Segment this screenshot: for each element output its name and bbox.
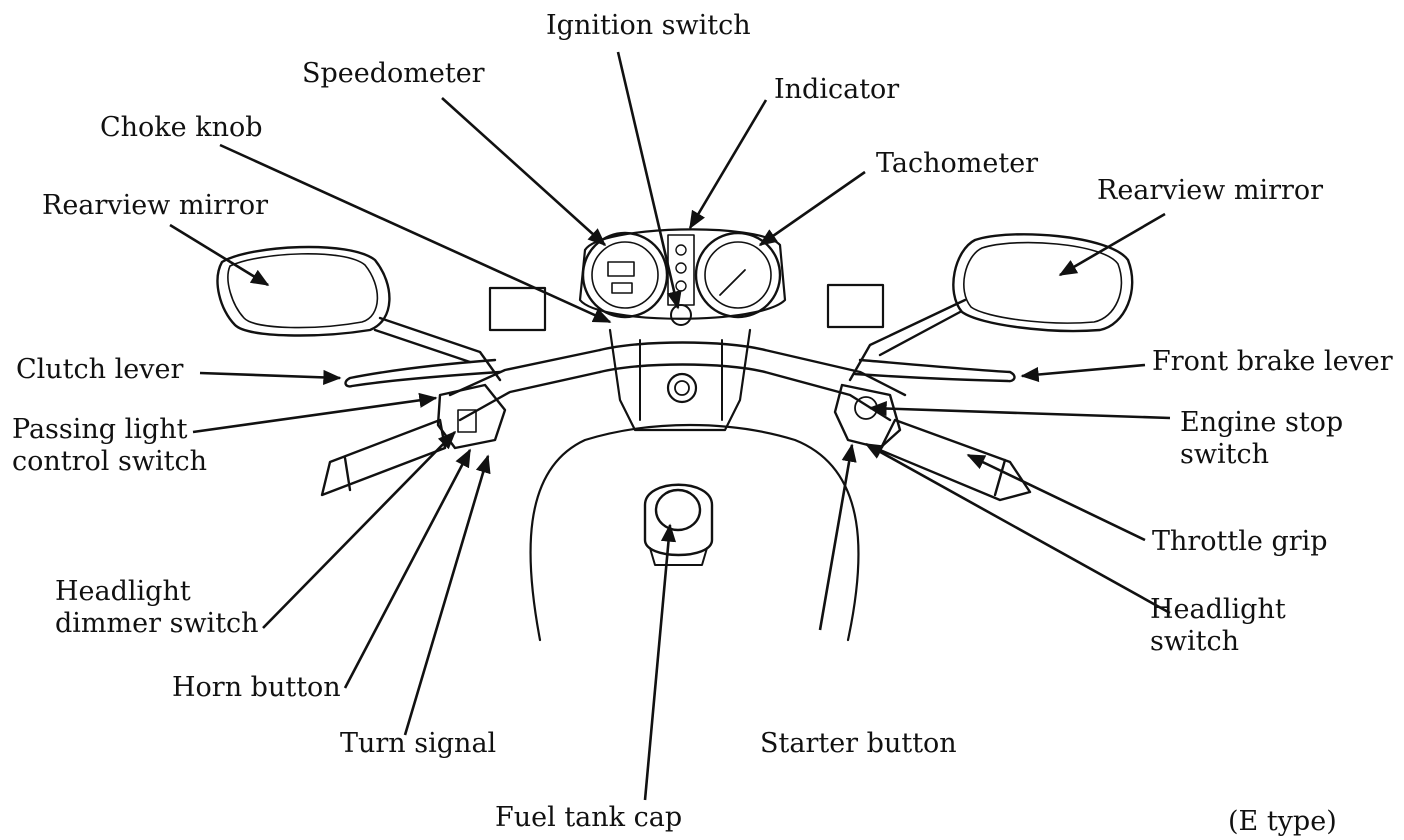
label-passing-light-line2: control switch [12, 446, 207, 477]
leader-tachometer [758, 170, 866, 247]
speedometer-gauge [581, 231, 669, 319]
label-engine-stop-line1: Engine stop [1180, 407, 1344, 438]
label-engine-stop-line2: switch [1180, 439, 1269, 470]
label-throttle-grip: Throttle grip [1152, 526, 1328, 557]
leader-lines [169, 51, 1171, 801]
label-rearview-mirror-left: Rearview mirror [42, 190, 269, 221]
leader-choke-knob [219, 143, 612, 324]
fuel-tank-cap-shape [643, 483, 714, 566]
motorcycle-drawing [216, 228, 1134, 642]
leader-headlight-switch [864, 442, 1171, 615]
label-front-brake-lever: Front brake lever [1152, 346, 1393, 377]
label-speedometer: Speedometer [302, 58, 485, 89]
label-horn-button: Horn button [172, 672, 341, 703]
leader-ignition-switch [616, 51, 682, 310]
leader-speedometer [441, 97, 607, 247]
label-choke-knob: Choke knob [100, 112, 263, 143]
tachometer-gauge [694, 231, 782, 319]
front-brake-lever-shape [853, 358, 1016, 383]
left-mirror [216, 245, 502, 382]
label-headlight-dimmer-switch: Headlight dimmer switch [55, 576, 259, 640]
label-headlight-switch: Headlight switch [1150, 594, 1286, 658]
label-engine-stop-switch: Engine stop switch [1180, 407, 1343, 471]
leader-throttle-grip [966, 453, 1146, 542]
throttle-grip-shape [878, 418, 1032, 502]
leader-fuel-tank-cap [643, 523, 677, 801]
leader-clutch-lever [199, 369, 342, 385]
instrument-cluster [578, 228, 787, 326]
label-starter-button: Starter button [760, 728, 957, 759]
leader-starter-button [818, 443, 857, 631]
label-rearview-mirror-right: Rearview mirror [1097, 175, 1324, 206]
label-passing-light-control-switch: Passing light control switch [12, 414, 207, 478]
label-turn-signal: Turn signal [340, 728, 497, 759]
leader-passing-light [192, 392, 438, 434]
label-ignition-switch: Ignition switch [546, 10, 751, 41]
ignition-switch-shape [670, 304, 692, 326]
clutch-lever-shape [344, 358, 502, 388]
leader-front-brake-lever [1020, 363, 1146, 383]
label-variant: (E type) [1228, 806, 1337, 837]
leader-headlight-dimmer [262, 430, 457, 629]
fuel-tank [529, 423, 860, 642]
label-headlight-dimmer-line2: dimmer switch [55, 608, 259, 639]
leader-turn-signal [403, 454, 491, 736]
leader-horn-button [343, 448, 472, 689]
label-headlight-dimmer-line1: Headlight [55, 576, 191, 607]
leader-rearview-mirror-left [169, 223, 270, 287]
label-headlight-switch-line2: switch [1150, 626, 1239, 657]
left-grip [320, 418, 447, 497]
label-clutch-lever: Clutch lever [16, 354, 184, 385]
leader-engine-stop [868, 400, 1171, 420]
label-tachometer: Tachometer [876, 148, 1039, 179]
right-mirror [848, 233, 1134, 382]
label-headlight-switch-line1: Headlight [1150, 594, 1286, 625]
label-passing-light-line1: Passing light [12, 414, 188, 445]
label-indicator: Indicator [774, 74, 900, 105]
leader-indicator [688, 99, 768, 230]
leader-rearview-mirror-right [1058, 212, 1166, 277]
left-switch-housing [436, 383, 507, 450]
label-fuel-tank-cap: Fuel tank cap [495, 802, 683, 833]
